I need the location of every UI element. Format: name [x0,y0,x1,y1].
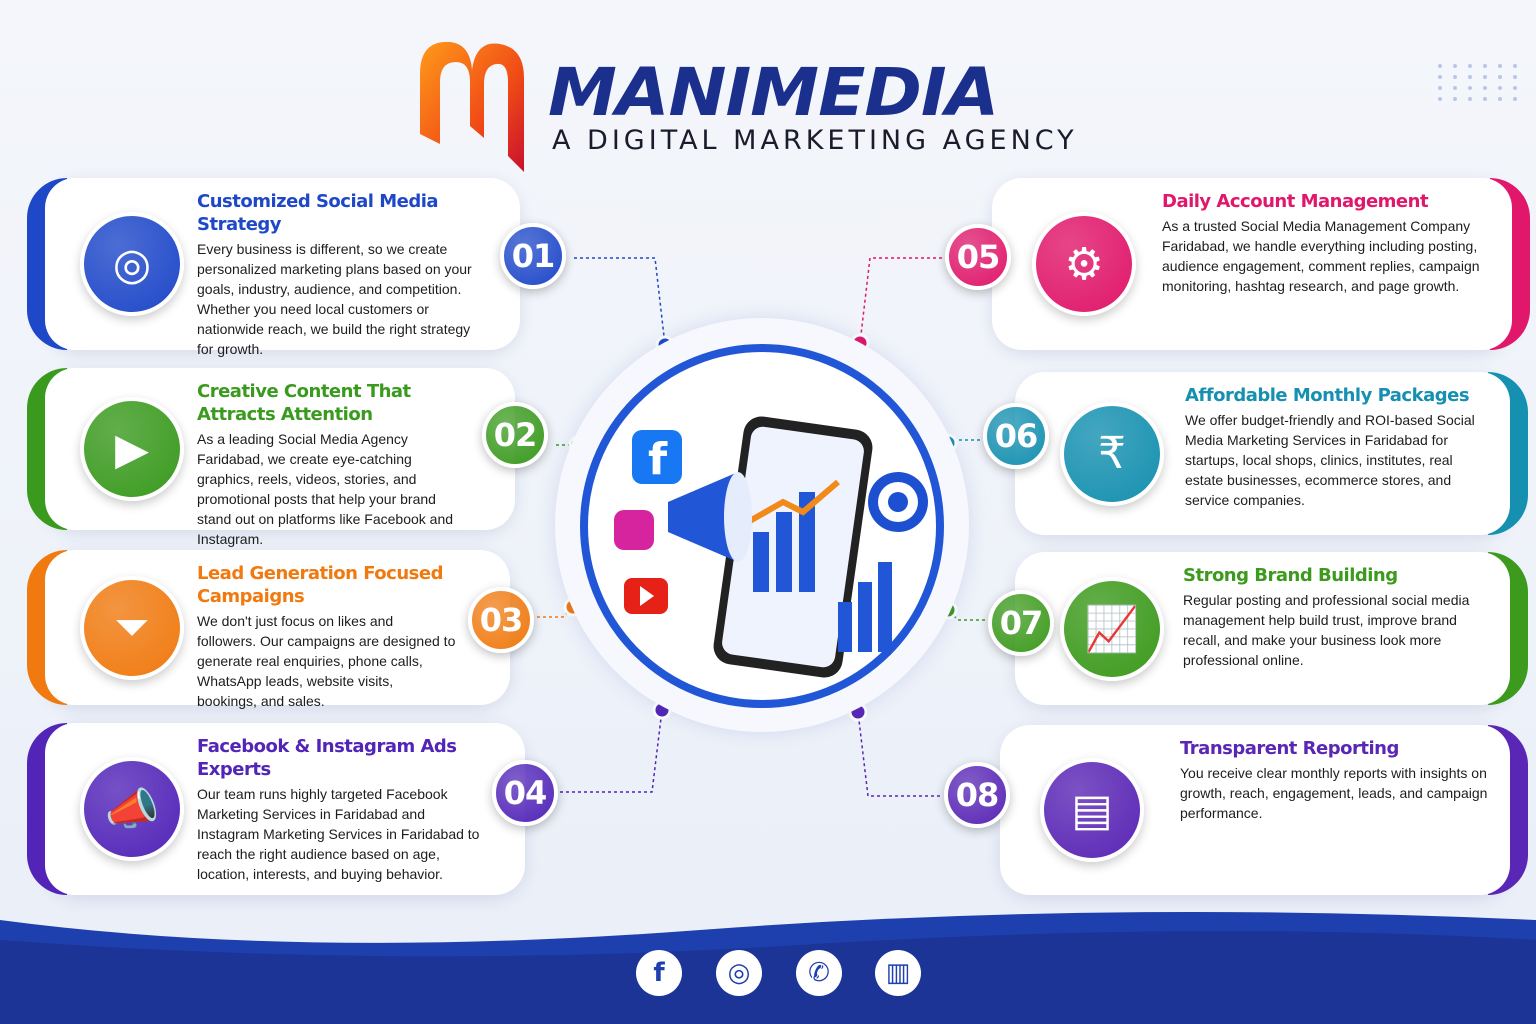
megaphone-social-icon: 📣 [80,757,184,861]
service-title: Affordable Monthly Packages [1185,385,1470,406]
service-card-03: ⏷ Lead Generation Focused Campaigns We d… [27,550,510,709]
step-number-05: 05 [945,224,1011,290]
service-description: We offer budget-friendly and ROI-based S… [1185,412,1475,508]
service-card-08: ▤ Transparent Reporting You receive clea… [1000,725,1528,895]
service-description: As a trusted Social Media Management Com… [1162,218,1480,294]
service-title: Lead Generation Focused Campaigns [197,563,443,607]
gear-user-icon: ⚙ [1032,212,1136,316]
connector-line [947,439,980,444]
service-title: Transparent Reporting [1180,738,1399,759]
facebook-icon[interactable]: f [636,950,682,996]
step-number-06: 06 [983,403,1049,469]
tagline: A DIGITAL MARKETING AGENCY [552,125,1078,156]
service-title: Customized Social Media Strategy [197,191,439,235]
connector-line [857,711,940,797]
service-title: Creative Content That Attracts Attention [197,381,411,425]
service-title: Daily Account Management [1162,191,1429,212]
manimedia-logo-icon [420,41,524,173]
target-audience-icon: ◎ [80,212,184,316]
service-description: Our team runs highly targeted Facebook M… [197,786,480,882]
whatsapp-icon[interactable]: ✆ [796,950,842,996]
service-card-07: 📈 Strong Brand Building Regular posting … [1015,552,1528,705]
analytics-icon[interactable]: ▥ [875,950,921,996]
connector-line [537,606,574,618]
connector-line [560,709,663,793]
service-title: Strong Brand Building [1183,565,1398,586]
footer-wave [0,912,1536,1024]
brand-name: MANIMEDIA [548,54,999,131]
service-description: As a leading Social Media Agency Faridab… [197,431,454,547]
service-description: We don't just focus on likes and followe… [197,613,456,709]
connector-line [574,257,666,346]
hub-phone-illustration: f [580,344,944,708]
creative-content-icon: ▶ [80,397,184,501]
step-number-01: 01 [500,223,566,289]
step-number-08: 08 [944,762,1010,828]
service-card-02: ▶ Creative Content That Attracts Attenti… [27,368,515,547]
service-card-01: ◎ Customized Social Media Strategy Every… [27,178,520,357]
step-number-04: 04 [492,760,558,826]
decorative-dots [1438,64,1521,101]
service-description: Every business is different, so we creat… [197,241,472,357]
service-card-04: 📣 Facebook & Instagram Ads Experts Our t… [27,723,525,895]
step-number-02: 02 [482,402,548,468]
rupee-tag-icon: ₹ [1060,401,1164,506]
service-card-06: ₹ Affordable Monthly Packages We offer b… [1015,372,1528,535]
service-title: Facebook & Instagram Ads Experts [197,736,457,780]
funnel-icon: ⏷ [80,575,184,680]
step-number-07: 07 [988,590,1054,656]
svg-text:f: f [648,434,668,485]
service-description: Regular posting and professional social … [1183,592,1470,668]
growth-chart-star-icon: 📈 [1060,576,1164,681]
step-number-03: 03 [468,587,534,653]
service-description: You receive clear monthly reports with i… [1180,765,1488,821]
service-card-05: ⚙ Daily Account Management As a trusted … [992,178,1530,350]
connector-line [859,257,942,344]
instagram-icon[interactable]: ◎ [716,950,762,996]
report-icon: ▤ [1040,758,1144,862]
